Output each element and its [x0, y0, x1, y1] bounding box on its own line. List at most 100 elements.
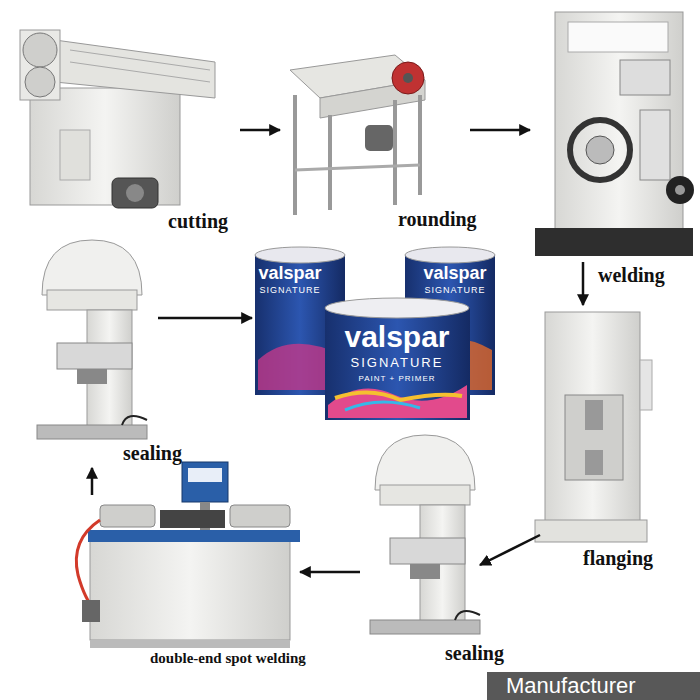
sealing-machine-part — [42, 240, 142, 295]
step-label: cutting — [168, 210, 228, 233]
step-label: sealing — [123, 442, 182, 465]
sealing-machine-part — [57, 343, 132, 369]
spot-welding-machine-part — [188, 468, 222, 482]
welding-machine — [535, 12, 694, 256]
machine-node: double-end spot welding — [75, 495, 300, 670]
cutting-machine-part — [112, 178, 158, 208]
cutting-machine-part — [126, 184, 144, 202]
sealing-machine-part — [122, 416, 147, 425]
cutting-machine-part — [70, 50, 210, 70]
cutting-machine-part — [60, 130, 90, 180]
can-text: PAINT + PRIMER — [358, 374, 435, 383]
sealing-machine-part — [375, 435, 475, 490]
cutting-machine-part — [20, 30, 60, 100]
step-label: sealing — [445, 642, 504, 665]
welding-machine-part — [535, 228, 693, 256]
step-label: flanging — [583, 547, 653, 570]
sealing-machine — [37, 240, 147, 439]
spot-welding-machine-part — [82, 600, 100, 622]
can-text: valspar — [344, 320, 449, 355]
flow-arrow — [300, 571, 360, 574]
paint-cans-part — [325, 298, 469, 318]
sealing-machine-part — [77, 369, 107, 384]
machine-node: flanging — [540, 305, 680, 570]
machine-node: welding — [530, 5, 695, 262]
rounding-machine-part — [295, 165, 420, 170]
rounding-machine — [290, 55, 425, 215]
welding-machine-part — [640, 110, 670, 180]
rounding-machine-part — [403, 73, 413, 83]
spot-welding-machine-part — [160, 510, 225, 528]
spot-welding-machine-part — [182, 462, 228, 502]
welding-machine-part — [568, 22, 668, 52]
flanging-machine-part — [585, 400, 603, 430]
machine-node: cutting — [10, 20, 240, 235]
flanging-machine-part — [585, 450, 603, 475]
can-brand: valspar — [423, 263, 486, 284]
flow-arrow — [240, 129, 280, 132]
spot-welding-machine — [76, 462, 300, 648]
cutting-machine-part — [23, 33, 57, 67]
step-label: rounding — [398, 208, 477, 231]
flow-arrow — [480, 535, 540, 565]
spot-welding-machine-part — [90, 640, 290, 648]
welding-machine-part — [586, 136, 614, 164]
sealing-machine-part — [370, 620, 480, 634]
paint-cans-part — [405, 247, 495, 263]
sealing-machine-part — [390, 538, 465, 564]
cutting-machine — [20, 30, 215, 208]
rounding-machine-part — [328, 115, 332, 210]
can-subtitle: SIGNATURE — [260, 285, 321, 295]
spot-welding-machine-part — [76, 520, 100, 610]
watermark-bar — [487, 672, 700, 700]
cutting-machine-part — [70, 62, 210, 82]
welding-machine-part — [620, 60, 670, 95]
welding-machine-part — [666, 176, 694, 204]
flanging-machine-part — [545, 312, 640, 524]
rounding-machine-part — [393, 100, 397, 205]
spot-welding-machine-part — [100, 505, 155, 527]
can-text: SIGNATURE — [351, 356, 444, 371]
can-brand: valspar — [258, 263, 321, 284]
can-subtitle: SIGNATURE — [425, 285, 486, 295]
flow-arrow — [582, 262, 585, 305]
rounding-machine-part — [392, 62, 424, 94]
welding-machine-part — [555, 12, 683, 232]
watermark: Manufacturer — [506, 673, 636, 698]
flanging-machine-part — [640, 360, 652, 410]
sealing-machine-part — [47, 290, 137, 310]
spot-welding-machine-part — [90, 540, 290, 640]
paint-cans-part — [325, 308, 470, 420]
sealing-machine-part — [37, 425, 147, 439]
flanging-machine — [535, 312, 652, 542]
sealing-machine-part — [410, 564, 440, 579]
rounding-machine-part — [293, 95, 297, 215]
paint-cans-part — [255, 247, 345, 263]
rounding-machine-part — [365, 125, 393, 151]
machine-node: sealing — [360, 425, 480, 672]
flow-arrow — [470, 129, 530, 132]
welding-machine-part — [675, 185, 685, 195]
step-label: double-end spot welding — [150, 650, 306, 667]
welding-machine-part — [570, 120, 630, 180]
flow-arrow — [91, 468, 94, 495]
flow-arrow — [158, 317, 252, 320]
step-label: welding — [598, 264, 665, 287]
sealing-machine-part — [380, 485, 470, 505]
rounding-machine-part — [418, 95, 422, 195]
spot-welding-machine-part — [88, 530, 300, 542]
sealing-machine-part — [455, 611, 480, 620]
sealing-machine — [370, 435, 480, 634]
spot-welding-machine-part — [230, 505, 290, 527]
paint-cans-part — [335, 392, 462, 400]
machine-node: sealing — [25, 235, 158, 468]
flanging-machine-part — [535, 520, 647, 542]
paint-cans-part — [345, 402, 420, 410]
flanging-machine-part — [565, 395, 623, 480]
cutting-machine-part — [55, 40, 215, 98]
cutting-machine-part — [25, 67, 55, 97]
paint-cans-part — [328, 385, 467, 418]
paint-cans — [255, 247, 495, 420]
machine-node: rounding — [280, 35, 470, 232]
